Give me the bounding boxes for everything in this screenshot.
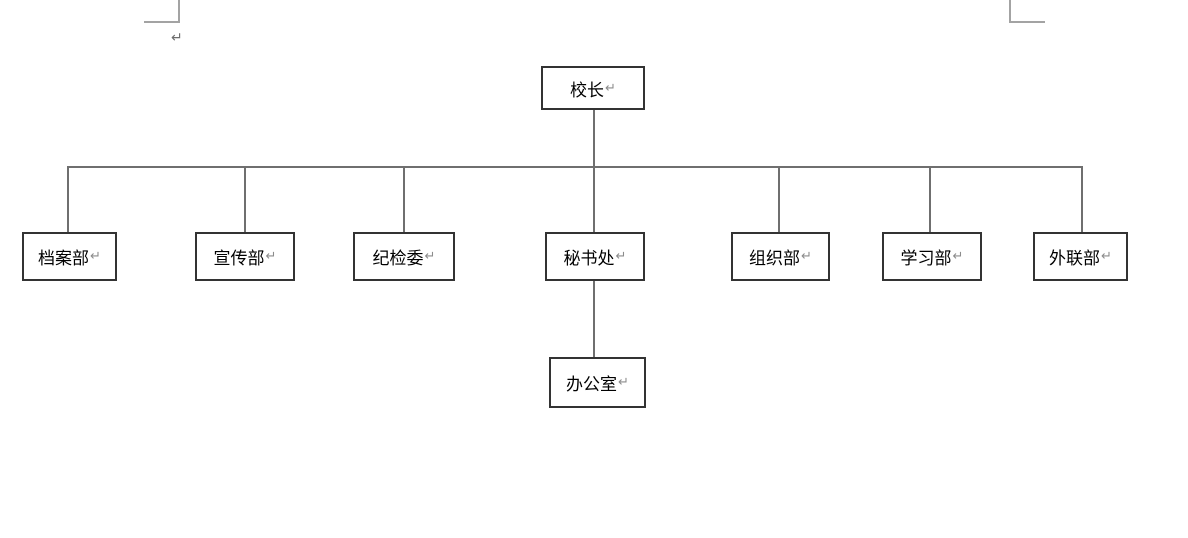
node-label: 档案部 — [38, 249, 90, 268]
connector-root-vertical — [593, 110, 595, 168]
return-mark-icon: ↵ — [801, 249, 812, 264]
node-discipline-inspection[interactable]: 纪检委↵ — [353, 232, 455, 281]
node-archives-dept[interactable]: 档案部↵ — [22, 232, 117, 281]
node-label: 宣传部 — [213, 249, 265, 268]
node-organization-dept[interactable]: 组织部↵ — [731, 232, 830, 281]
node-label: 纪检委 — [372, 249, 424, 268]
node-label: 办公室 — [566, 375, 618, 394]
connector-drop-secretariat — [593, 166, 595, 232]
node-label: 秘书处 — [563, 249, 615, 268]
return-mark-icon: ↵ — [952, 249, 964, 264]
node-publicity-dept[interactable]: 宣传部↵ — [195, 232, 295, 281]
node-office[interactable]: 办公室↵ — [549, 357, 646, 408]
margin-crop-mark-top-left — [144, 0, 180, 23]
node-study-dept[interactable]: 学习部↵ — [882, 232, 982, 281]
return-mark-icon: ↵ — [90, 249, 101, 264]
return-mark-icon: ↵ — [618, 375, 629, 390]
node-label: 组织部 — [749, 249, 801, 268]
paragraph-return-icon: ↵ — [171, 30, 183, 46]
margin-crop-mark-top-right — [1009, 0, 1045, 23]
return-mark-icon: ↵ — [615, 249, 627, 264]
node-external-relations-dept[interactable]: 外联部↵ — [1033, 232, 1128, 281]
return-mark-icon: ↵ — [265, 249, 277, 264]
connector-drop-study — [929, 166, 931, 232]
return-mark-icon: ↵ — [605, 80, 616, 96]
connector-main-horizontal — [67, 166, 1083, 168]
return-mark-icon: ↵ — [424, 249, 436, 264]
node-label: 学习部 — [900, 249, 952, 268]
return-mark-icon: ↵ — [1101, 249, 1112, 264]
node-secretariat[interactable]: 秘书处↵ — [545, 232, 645, 281]
connector-drop-organization — [778, 166, 780, 232]
node-label: 校长 — [570, 80, 605, 100]
node-principal[interactable]: 校长↵ — [541, 66, 645, 110]
node-label: 外联部 — [1049, 249, 1101, 268]
connector-drop-publicity — [244, 166, 246, 232]
connector-drop-archives — [67, 166, 69, 232]
connector-secretariat-office — [593, 281, 595, 357]
connector-drop-external — [1081, 166, 1083, 232]
connector-drop-discipline — [403, 166, 405, 232]
